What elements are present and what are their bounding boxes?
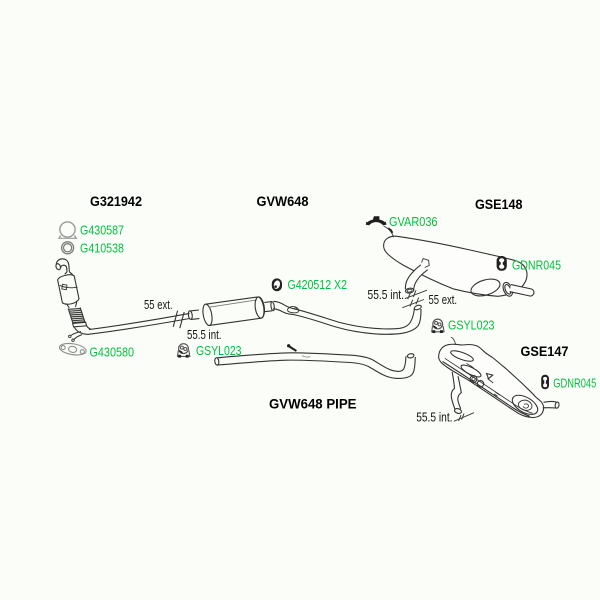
svg-text:G430580: G430580 <box>90 345 135 359</box>
svg-text:55.5 int.: 55.5 int. <box>416 410 452 424</box>
svg-text:G420512 X2: G420512 X2 <box>288 278 348 292</box>
svg-text:GSYL023: GSYL023 <box>448 319 495 333</box>
svg-text:55.5 int.: 55.5 int. <box>368 288 405 302</box>
svg-text:GVW648 PIPE: GVW648 PIPE <box>269 397 357 412</box>
svg-text:G410538: G410538 <box>80 242 124 256</box>
svg-text:GSYL023: GSYL023 <box>196 344 242 358</box>
svg-text:55 ext.: 55 ext. <box>144 298 173 312</box>
svg-text:GSE147: GSE147 <box>521 344 569 359</box>
svg-text:GDNR045: GDNR045 <box>512 258 561 272</box>
svg-text:55 ext.: 55 ext. <box>429 293 458 307</box>
svg-text:GDNR045: GDNR045 <box>553 376 596 390</box>
svg-text:GVAR036: GVAR036 <box>389 215 438 229</box>
svg-text:G430587: G430587 <box>80 223 124 237</box>
svg-text:55.5 int.: 55.5 int. <box>187 328 222 342</box>
svg-text:GSE148: GSE148 <box>475 197 523 212</box>
svg-text:G321942: G321942 <box>90 194 142 209</box>
svg-text:GVW648: GVW648 <box>257 194 309 209</box>
